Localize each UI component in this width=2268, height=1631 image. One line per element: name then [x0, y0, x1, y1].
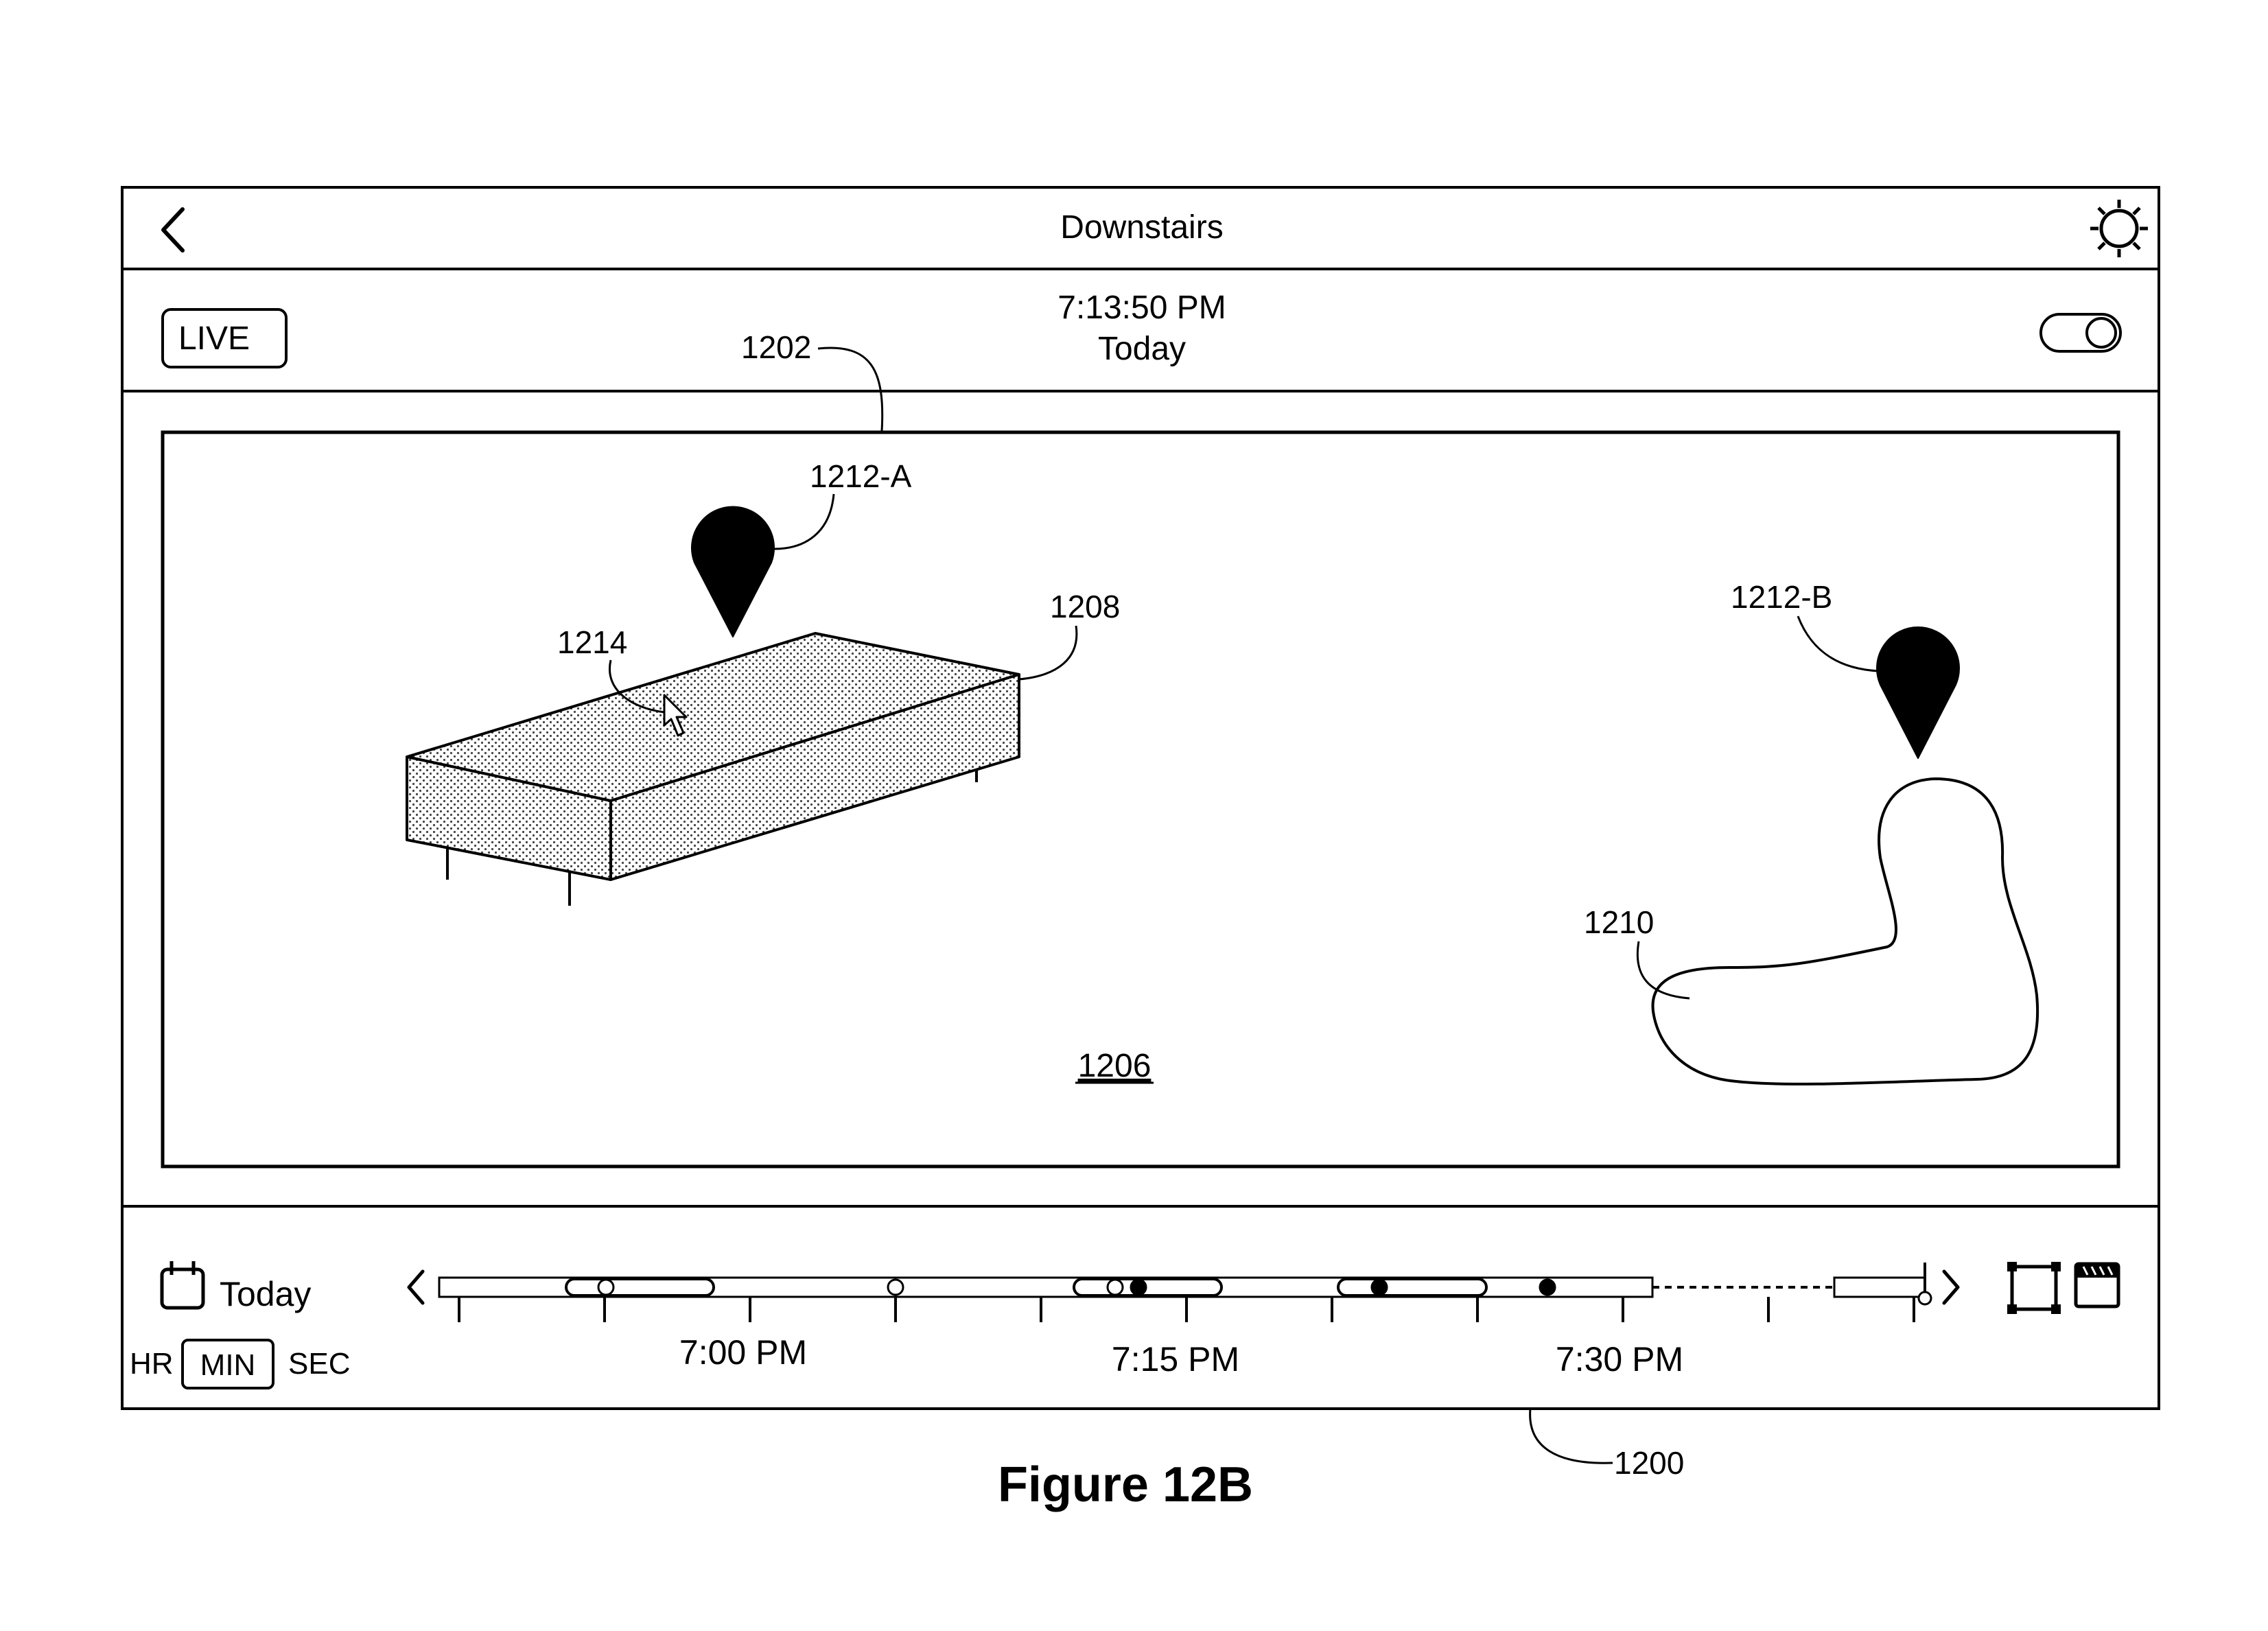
current-date: Today — [1098, 331, 1186, 367]
event-marker[interactable] — [1108, 1280, 1123, 1295]
cursor-label: 1214 — [557, 624, 627, 660]
timeline-labels: 7:00 PM 7:15 PM 7:30 PM — [679, 1333, 1683, 1378]
camera-view[interactable]: 1208 1214 1212-A 1212-B — [163, 432, 2118, 1166]
event-marker[interactable] — [1131, 1280, 1146, 1295]
crop-icon — [2007, 1262, 2061, 1314]
pin-b-label: 1212-B — [1731, 579, 1832, 615]
tick-label: 7:00 PM — [679, 1333, 807, 1372]
event-marker[interactable] — [888, 1280, 903, 1295]
calendar-icon — [162, 1261, 203, 1308]
header-bar: Downstairs — [122, 200, 2159, 269]
chevron-right-icon — [1944, 1271, 1958, 1303]
bed-label: 1208 — [1050, 589, 1120, 624]
timeline-prev-button[interactable] — [409, 1271, 423, 1303]
timeline-track-end — [1834, 1278, 1925, 1297]
camera-view-label: 1206 — [1078, 1048, 1151, 1084]
event-marker[interactable] — [1372, 1280, 1387, 1295]
chevron-left-icon — [409, 1271, 423, 1303]
crop-button[interactable] — [2007, 1262, 2061, 1314]
timeline-date-label: Today — [220, 1275, 311, 1313]
pin-a-label: 1212-A — [810, 458, 912, 494]
timeline-next-button[interactable] — [1944, 1271, 1958, 1303]
timeline-ticks — [459, 1297, 1914, 1322]
live-button[interactable]: LIVE — [163, 309, 286, 367]
status-bar: LIVE 7:13:50 PM Today — [122, 290, 2159, 391]
page-title: Downstairs — [1060, 209, 1223, 246]
ref-1200: 1200 — [1530, 1409, 1685, 1481]
toggle-knob — [2087, 318, 2116, 347]
figure-caption: Figure 12B — [998, 1457, 1253, 1512]
settings-button[interactable] — [2090, 200, 2148, 257]
date-picker-button[interactable]: Today — [162, 1261, 311, 1313]
scale-option-hr[interactable]: HR — [130, 1347, 174, 1381]
tick-label: 7:30 PM — [1556, 1340, 1683, 1378]
ref-1202-label: 1202 — [741, 329, 811, 365]
timeline-panel: Today HR MIN SEC — [130, 1261, 2118, 1388]
rug-label: 1210 — [1584, 904, 1654, 940]
scale-option-min[interactable]: MIN — [200, 1348, 256, 1382]
tick-label: 7:15 PM — [1112, 1340, 1239, 1378]
live-toggle[interactable] — [2041, 314, 2120, 351]
back-button[interactable] — [163, 209, 183, 250]
clip-segment[interactable] — [566, 1279, 714, 1295]
current-time: 7:13:50 PM — [1057, 290, 1226, 326]
timeline-scrubber[interactable] — [439, 1263, 1931, 1322]
scale-option-sec[interactable]: SEC — [288, 1347, 350, 1381]
ref-1202: 1202 — [741, 329, 882, 431]
clapperboard-icon — [2076, 1264, 2118, 1306]
clip-segment[interactable] — [1074, 1279, 1221, 1295]
event-marker[interactable] — [1540, 1280, 1555, 1295]
clip-button[interactable] — [2076, 1264, 2118, 1306]
device-ref-label: 1200 — [1614, 1445, 1684, 1481]
chevron-left-icon — [163, 209, 183, 250]
gear-icon — [2090, 200, 2148, 257]
event-marker[interactable] — [598, 1280, 613, 1295]
scale-selector: HR MIN SEC — [130, 1340, 350, 1388]
clip-segment[interactable] — [1338, 1279, 1486, 1295]
live-label: LIVE — [178, 320, 250, 357]
